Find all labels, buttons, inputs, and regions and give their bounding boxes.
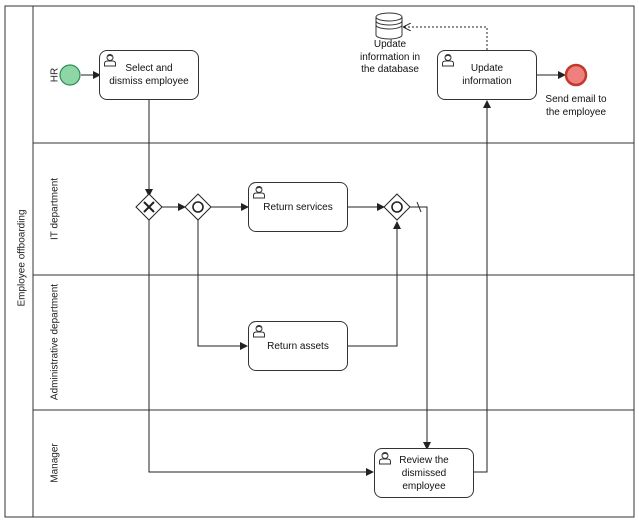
flow-join-to-review	[410, 206, 431, 450]
task-return-assets-label: Return assets	[267, 340, 329, 352]
default-flow-marker	[416, 201, 422, 213]
flow-review-to-update-info	[474, 100, 491, 473]
task-update-information[interactable]: Update information	[437, 50, 537, 100]
task-update-information-label: Update information	[462, 63, 512, 87]
data-store-label: Update information in the database	[359, 39, 421, 75]
end-event-label: Send email to the employee	[545, 94, 607, 118]
lane-label-admin: Administrative department	[49, 283, 61, 401]
task-review-dismissed[interactable]: Review the dismissed employee	[374, 448, 474, 498]
user-task-icon	[442, 54, 454, 67]
exclusive-gateway[interactable]	[135, 193, 163, 221]
flow-return-assets-to-join	[347, 221, 401, 347]
task-review-dismissed-label: Review the dismissed employee	[399, 454, 449, 492]
task-select-dismiss[interactable]: Select and dismiss employee	[99, 50, 199, 100]
pool-label: Employee offboarding	[16, 209, 28, 307]
task-select-dismiss-label: Select and dismiss employee	[109, 63, 189, 87]
task-return-assets[interactable]: Return assets	[248, 321, 348, 371]
task-return-services-label: Return services	[263, 201, 333, 213]
flow-split-to-return-assets	[197, 220, 248, 350]
user-task-icon	[379, 452, 391, 465]
database-icon[interactable]	[375, 12, 403, 40]
task-return-services[interactable]: Return services	[248, 182, 348, 232]
lane-label-it: IT department	[49, 177, 61, 241]
flow-exclusive-to-review	[148, 220, 374, 476]
start-event[interactable]	[59, 64, 81, 86]
parallel-split-gateway[interactable]	[184, 193, 212, 221]
user-task-icon	[104, 54, 116, 67]
user-task-icon	[253, 186, 265, 199]
lane-label-hr: HR	[49, 67, 61, 83]
user-task-icon	[253, 325, 265, 338]
lane-label-manager: Manager	[49, 443, 61, 483]
end-event[interactable]	[564, 63, 588, 87]
parallel-join-gateway[interactable]	[383, 193, 411, 221]
